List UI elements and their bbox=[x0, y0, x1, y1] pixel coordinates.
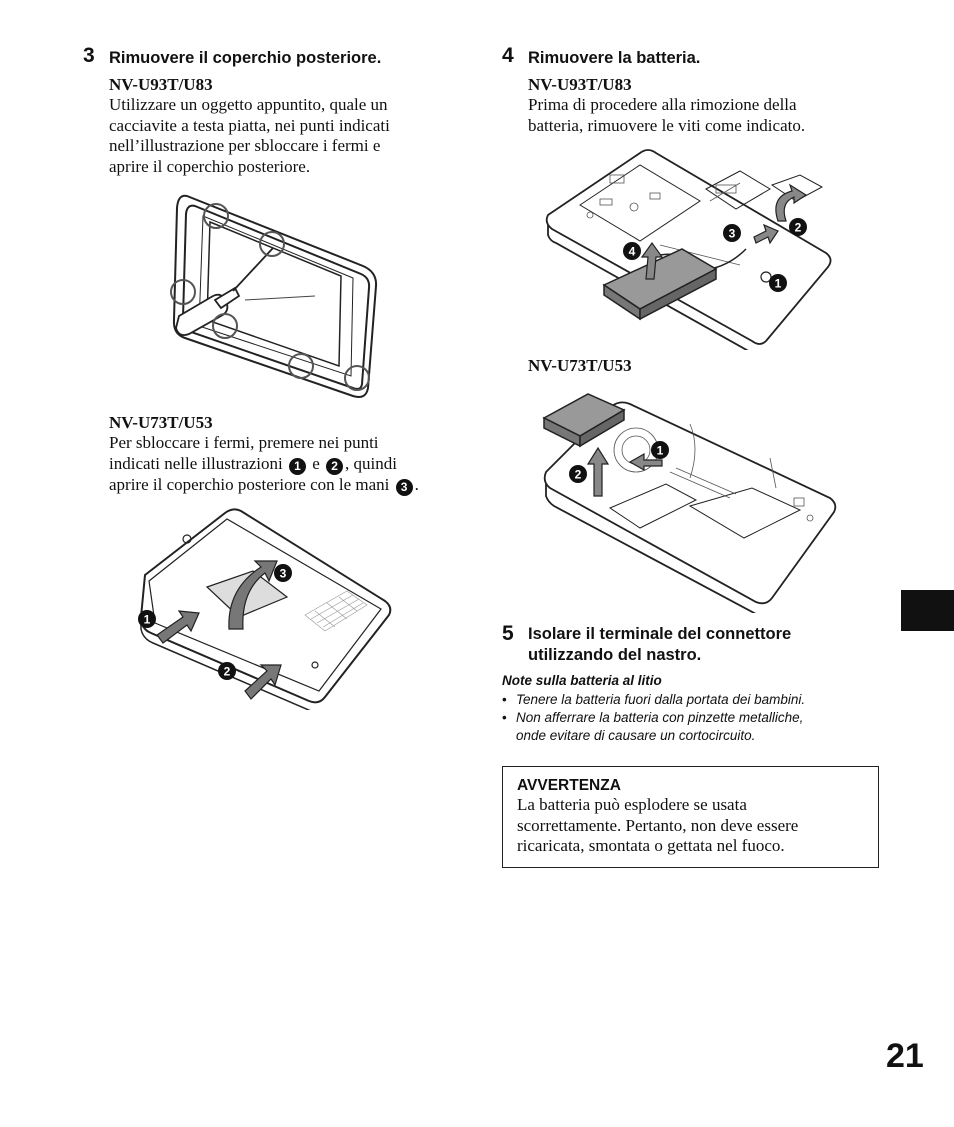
step-3-text-a: Utilizzare un oggetto appuntito, quale u… bbox=[109, 95, 390, 177]
svg-text:2: 2 bbox=[795, 221, 802, 235]
title-line: utilizzando del nastro. bbox=[528, 646, 702, 664]
step-4-number: 4 bbox=[502, 44, 514, 67]
step-3-model-b: NV-U73T/U53 bbox=[109, 413, 213, 432]
note-line: Tenere la batteria fuori dalla portata d… bbox=[516, 692, 806, 707]
step-3-number: 3 bbox=[83, 44, 95, 67]
warning-line: scorrettamente. Pertanto, non deve esser… bbox=[517, 815, 799, 835]
step-4-model-b: NV-U73T/U53 bbox=[528, 356, 632, 375]
text-line: aprire il coperchio posteriore. bbox=[109, 156, 311, 176]
section-tab bbox=[901, 590, 954, 631]
notes-title: Note sulla batteria al litio bbox=[502, 673, 662, 688]
text-line: cacciavite a testa piatta, nei punti ind… bbox=[109, 115, 390, 135]
notes-list: Tenere la batteria fuori dalla portata d… bbox=[502, 691, 805, 745]
marker-1-icon: 1 bbox=[288, 457, 306, 475]
text-fragment: . bbox=[414, 474, 419, 494]
svg-text:1: 1 bbox=[144, 613, 151, 627]
svg-text:2: 2 bbox=[224, 665, 231, 679]
note-item: Tenere la batteria fuori dalla portata d… bbox=[502, 691, 805, 709]
svg-text:4: 4 bbox=[629, 245, 636, 259]
warning-line: La batteria può esplodere se usata bbox=[517, 795, 747, 814]
svg-text:1: 1 bbox=[775, 277, 782, 291]
svg-text:2: 2 bbox=[575, 468, 582, 482]
warning-line: ricaricata, smontata o gettata nel fuoco… bbox=[517, 836, 785, 855]
svg-text:3: 3 bbox=[729, 227, 736, 241]
step-5-title: Isolare il terminale del connettore util… bbox=[528, 624, 791, 666]
text-fragment: indicati nelle illustrazioni bbox=[109, 453, 283, 473]
front-cover-screwdriver-illustration bbox=[170, 194, 378, 398]
text-fragment: e bbox=[312, 453, 320, 473]
text-line: Per sbloccare i fermi, premere nei punti bbox=[109, 433, 379, 452]
step-5-number: 5 bbox=[502, 622, 514, 645]
battery-removal-u73t-illustration: 1 2 bbox=[542, 393, 837, 613]
note-line: onde evitare di causare un cortocircuito… bbox=[516, 728, 756, 743]
text-line: Prima di procedere alla rimozione della bbox=[528, 95, 797, 114]
note-item: Non afferrare la batteria con pinzette m… bbox=[502, 709, 805, 745]
warning-text: La batteria può esplodere se usata scorr… bbox=[517, 795, 798, 857]
back-cover-release-illustration: 3 1 2 bbox=[138, 508, 392, 710]
page-number: 21 bbox=[886, 1037, 924, 1075]
text-line: aprire il coperchio posteriore con le ma… bbox=[109, 475, 419, 496]
marker-2-icon: 2 bbox=[326, 457, 344, 475]
step-4-model-a: NV-U93T/U83 bbox=[528, 75, 632, 94]
text-line: Utilizzare un oggetto appuntito, quale u… bbox=[109, 95, 388, 114]
step-3-text-b: Per sbloccare i fermi, premere nei punti… bbox=[109, 433, 419, 496]
step-4-text-a: Prima di procedere alla rimozione della … bbox=[528, 95, 805, 136]
text-line: indicati nelle illustrazioni 1 e 2, quin… bbox=[109, 454, 419, 475]
marker-3-icon: 3 bbox=[395, 478, 413, 496]
svg-text:3: 3 bbox=[280, 567, 287, 581]
text-fragment: , quindi bbox=[345, 453, 397, 473]
text-line: batteria, rimuovere le viti come indicat… bbox=[528, 115, 806, 135]
step-3-model-a: NV-U93T/U83 bbox=[109, 75, 213, 94]
title-line: Isolare il terminale del connettore bbox=[528, 625, 792, 643]
step-3-title: Rimuovere il coperchio posteriore. bbox=[109, 49, 382, 67]
svg-text:1: 1 bbox=[657, 444, 664, 458]
text-line: nell’illustrazione per sbloccare i fermi… bbox=[109, 136, 381, 155]
text-fragment: aprire il coperchio posteriore con le ma… bbox=[109, 474, 390, 494]
warning-box: AVVERTENZA La batteria può esplodere se … bbox=[502, 766, 879, 868]
warning-title: AVVERTENZA bbox=[517, 777, 621, 794]
note-line: Non afferrare la batteria con pinzette m… bbox=[516, 710, 804, 725]
battery-removal-u93t-illustration: 1 2 3 4 bbox=[545, 149, 832, 350]
step-4-title: Rimuovere la batteria. bbox=[528, 49, 701, 67]
